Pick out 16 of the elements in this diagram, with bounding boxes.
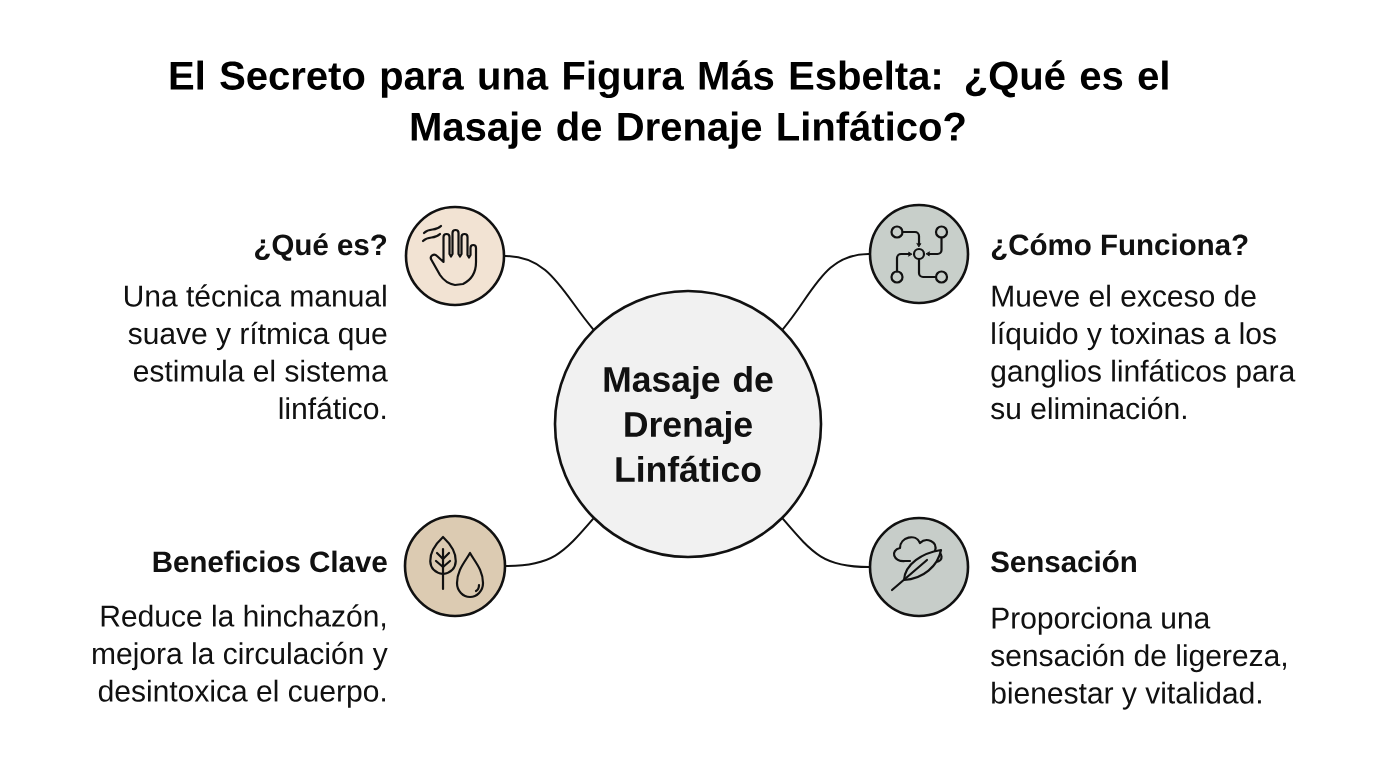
icon-circle [868,203,970,305]
heading: Sensación [991,550,1136,573]
heading: ¿Cómo Funciona? [991,233,1248,260]
description: Reduce la hinchazón, mejora la circulación y desintoxica el cuerpo. [93,604,388,708]
heading: ¿Qué es? [255,233,387,261]
heading: Beneficios Clave [153,550,387,573]
connector-line [781,253,870,331]
description: Proporciona una sensación de ligereza, bienestar y vitalidad. [991,606,1286,710]
description: Una técnica manual suave y rítmica que estimula el sistema linfático. [125,284,388,420]
connector-line [781,517,870,568]
connector-line [504,255,595,331]
description: Mueve el exceso de líquido y toxinas a los ganglios linfáticos para su eliminación. [991,284,1296,420]
icon-circle [404,205,506,307]
icon-circle [868,516,970,618]
connector-line [505,517,595,567]
title: El Secreto para una Figura Más Esbelta: ¿Qué es el Masaje de Drenaje Linfático? [170,60,1168,149]
